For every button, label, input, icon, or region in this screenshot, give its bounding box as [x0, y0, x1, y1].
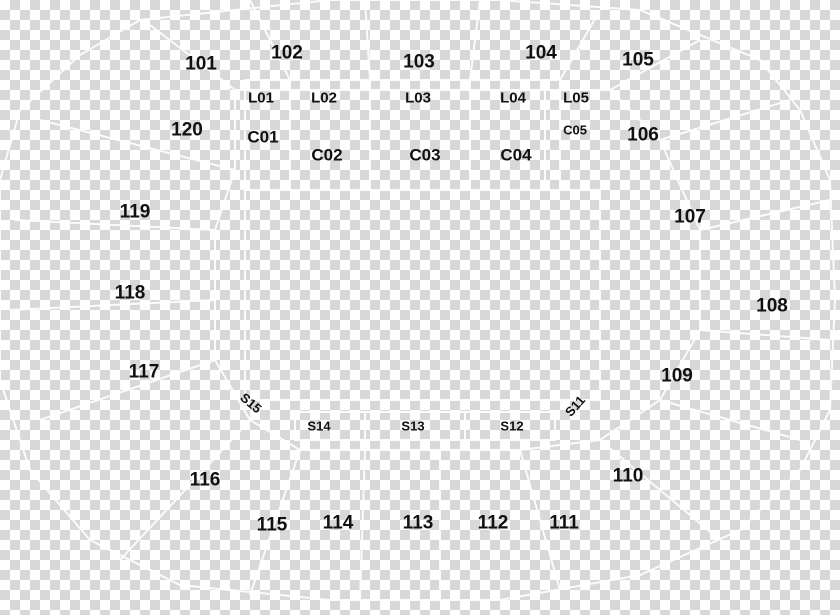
- loge-L05[interactable]: L05: [563, 89, 589, 107]
- club-C04[interactable]: C04: [500, 145, 532, 165]
- section-101[interactable]: 101: [185, 53, 217, 75]
- section-117[interactable]: 117: [128, 361, 160, 383]
- loge-L03[interactable]: L03: [405, 89, 431, 107]
- club-C05[interactable]: C05: [563, 122, 587, 138]
- section-105[interactable]: 105: [622, 49, 654, 71]
- section-115[interactable]: 115: [256, 514, 288, 536]
- suite-S13[interactable]: S13: [401, 418, 425, 434]
- section-111[interactable]: 111: [549, 512, 579, 534]
- section-120[interactable]: 120: [171, 119, 203, 141]
- section-106[interactable]: 106: [627, 124, 659, 146]
- club-C03[interactable]: C03: [409, 145, 441, 165]
- section-103[interactable]: 103: [403, 51, 435, 73]
- section-108[interactable]: 108: [756, 295, 788, 317]
- suite-S12[interactable]: S12: [500, 418, 524, 434]
- section-110[interactable]: 110: [612, 465, 644, 487]
- section-116[interactable]: 116: [189, 469, 221, 491]
- section-107[interactable]: 107: [674, 206, 706, 228]
- section-112[interactable]: 112: [477, 512, 509, 534]
- section-114[interactable]: 114: [322, 512, 354, 534]
- section-109[interactable]: 109: [661, 365, 693, 387]
- loge-L02[interactable]: L02: [311, 89, 337, 107]
- loge-L04[interactable]: L04: [500, 89, 526, 107]
- section-119[interactable]: 119: [119, 201, 151, 223]
- section-102[interactable]: 102: [271, 42, 303, 64]
- section-104[interactable]: 104: [525, 42, 557, 64]
- suite-S14[interactable]: S14: [307, 418, 331, 434]
- section-113[interactable]: 113: [402, 512, 434, 534]
- loge-L01[interactable]: L01: [248, 89, 274, 107]
- club-C02[interactable]: C02: [311, 145, 343, 165]
- club-C01[interactable]: C01: [247, 127, 279, 147]
- section-118[interactable]: 118: [114, 282, 146, 304]
